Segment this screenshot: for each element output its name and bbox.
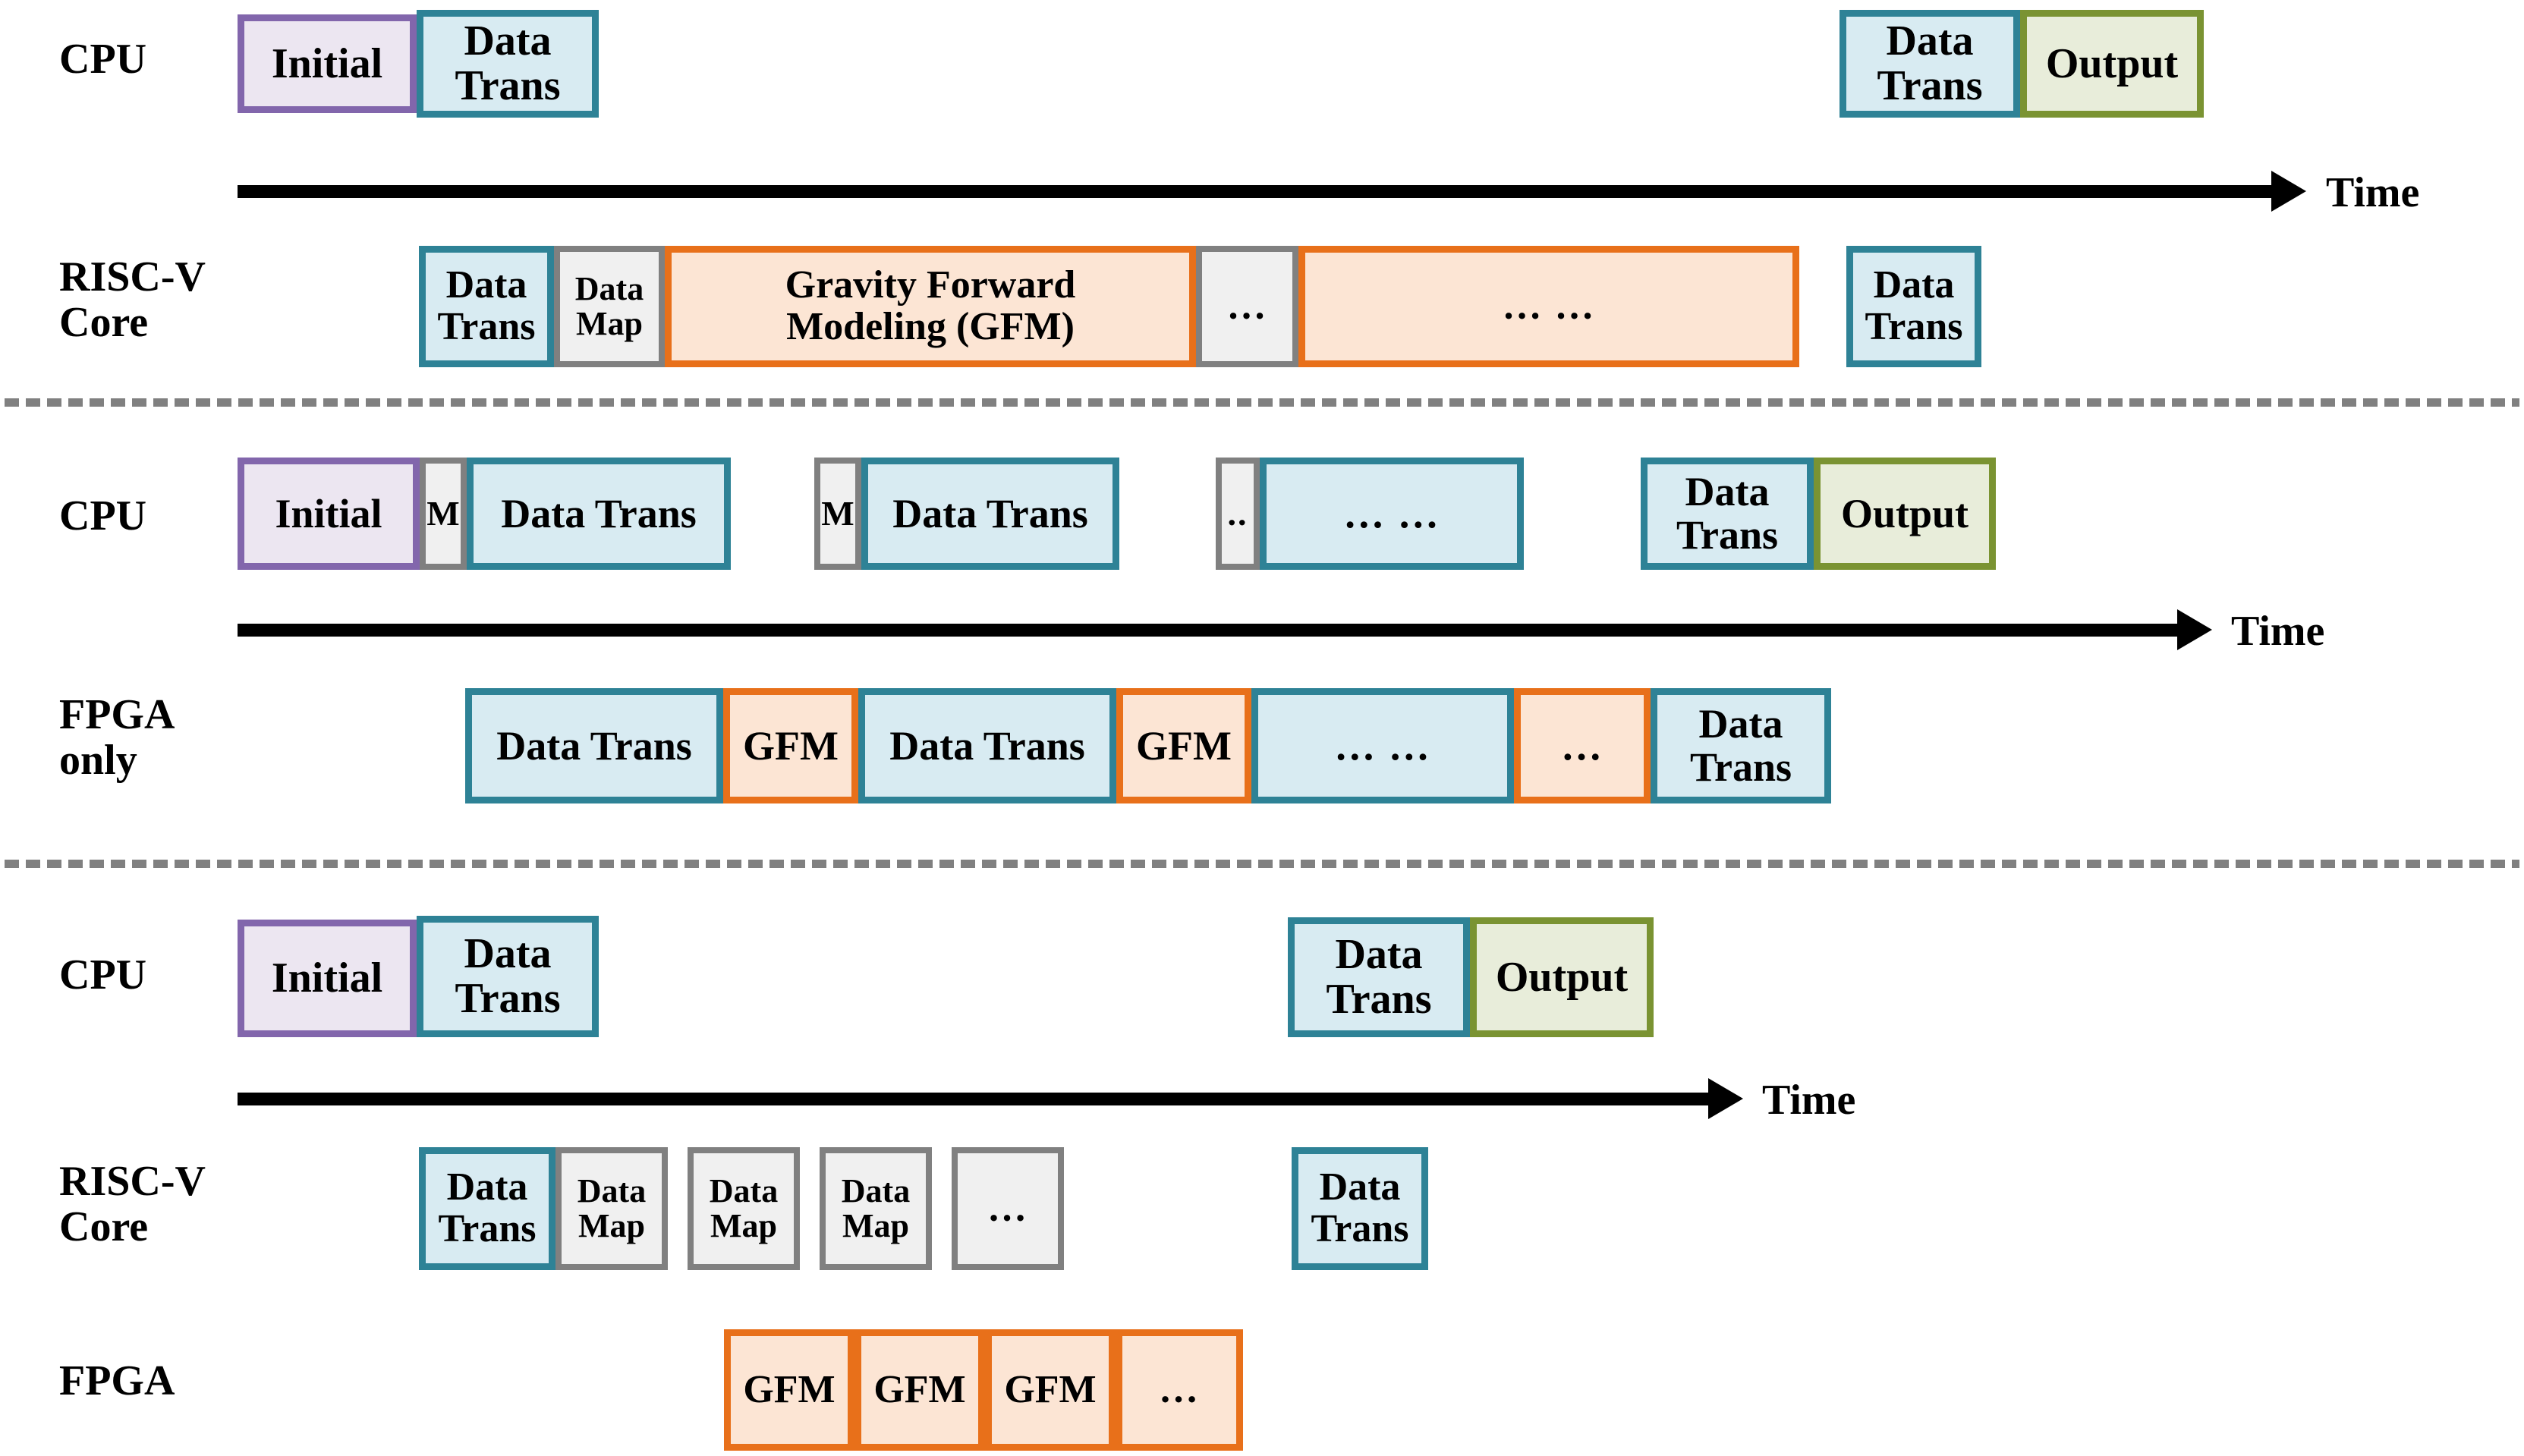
- section-divider-1: [5, 398, 2519, 407]
- lane-label-riscv-1: RISC-V Core: [59, 253, 206, 347]
- block-ellipsis-s3f[interactable]: …: [1116, 1329, 1243, 1451]
- block-ellipsis-s2-b[interactable]: … …: [1260, 458, 1524, 570]
- block-output-s2[interactable]: Output: [1814, 458, 1996, 570]
- block-data-map-s3r-b[interactable]: Data Map: [688, 1147, 800, 1270]
- lane-label-cpu-1: CPU: [59, 36, 147, 83]
- block-gfm-s2f-a[interactable]: GFM: [723, 688, 858, 803]
- block-data-trans-s3r-b[interactable]: Data Trans: [1292, 1147, 1428, 1270]
- block-data-trans-s2-c[interactable]: Data Trans: [1641, 458, 1814, 570]
- block-ellipsis-s2f-a[interactable]: … …: [1251, 688, 1514, 803]
- block-data-trans-s1r-b[interactable]: Data Trans: [1846, 246, 1981, 367]
- time-axis-arrowhead-2: [2177, 609, 2212, 650]
- block-initial-s1[interactable]: Initial: [238, 14, 417, 113]
- block-output-s3[interactable]: Output: [1470, 917, 1654, 1037]
- block-initial-s2[interactable]: Initial: [238, 458, 420, 570]
- block-ellipsis-s3r[interactable]: …: [952, 1147, 1064, 1270]
- time-axis-line-1: [238, 185, 2273, 198]
- block-gfm-s3f-c[interactable]: GFM: [985, 1329, 1116, 1451]
- block-data-trans-s2-a[interactable]: Data Trans: [467, 458, 731, 570]
- time-axis-line-3: [238, 1093, 1710, 1105]
- block-m-s2-b[interactable]: M: [814, 458, 861, 570]
- lane-label-cpu-2: CPU: [59, 492, 147, 539]
- block-ellipsis-s1r-a[interactable]: …: [1196, 246, 1298, 367]
- block-data-trans-s1-b[interactable]: Data Trans: [1839, 10, 2020, 118]
- time-axis-label-2: Time: [2231, 608, 2325, 655]
- block-ellipsis-s1r-b[interactable]: … …: [1298, 246, 1799, 367]
- block-gfm-s2f-b[interactable]: GFM: [1116, 688, 1251, 803]
- lane-label-fpga-3: FPGA: [59, 1357, 175, 1404]
- block-output-s1[interactable]: Output: [2020, 10, 2204, 118]
- time-axis-line-2: [238, 624, 2179, 637]
- section-divider-2: [5, 860, 2519, 868]
- block-data-trans-s1-a[interactable]: Data Trans: [417, 10, 599, 118]
- time-axis-label-3: Time: [1762, 1077, 1856, 1124]
- block-data-trans-s3r-a[interactable]: Data Trans: [419, 1147, 555, 1270]
- block-data-map-s3r-c[interactable]: Data Map: [820, 1147, 932, 1270]
- block-initial-s3[interactable]: Initial: [238, 920, 417, 1037]
- block-gfm-s1r[interactable]: Gravity Forward Modeling (GFM): [665, 246, 1196, 367]
- lane-label-fpga-only: FPGA only: [59, 691, 175, 785]
- block-data-trans-s3-a[interactable]: Data Trans: [417, 916, 599, 1037]
- block-gfm-s3f-b[interactable]: GFM: [854, 1329, 985, 1451]
- block-data-map-s1r[interactable]: Data Map: [554, 246, 665, 367]
- block-data-trans-s3-b[interactable]: Data Trans: [1288, 917, 1470, 1037]
- block-data-trans-s2f-b[interactable]: Data Trans: [858, 688, 1116, 803]
- block-m-s2-a[interactable]: M: [420, 458, 467, 570]
- time-axis-label-1: Time: [2326, 169, 2420, 216]
- block-data-trans-s1r-a[interactable]: Data Trans: [419, 246, 554, 367]
- block-gfm-s3f-a[interactable]: GFM: [724, 1329, 854, 1451]
- block-data-map-s3r-a[interactable]: Data Map: [555, 1147, 668, 1270]
- time-axis-arrowhead-1: [2271, 171, 2306, 212]
- block-data-trans-s2f-a[interactable]: Data Trans: [465, 688, 723, 803]
- lane-label-riscv-3: RISC-V Core: [59, 1158, 206, 1251]
- lane-label-cpu-3: CPU: [59, 951, 147, 998]
- time-axis-arrowhead-3: [1708, 1078, 1743, 1119]
- block-data-trans-s2-b[interactable]: Data Trans: [861, 458, 1119, 570]
- block-ellipsis-s2-a[interactable]: ..: [1216, 458, 1260, 570]
- block-data-trans-s2f-c[interactable]: Data Trans: [1651, 688, 1831, 803]
- block-ellipsis-s2f-b[interactable]: …: [1514, 688, 1651, 803]
